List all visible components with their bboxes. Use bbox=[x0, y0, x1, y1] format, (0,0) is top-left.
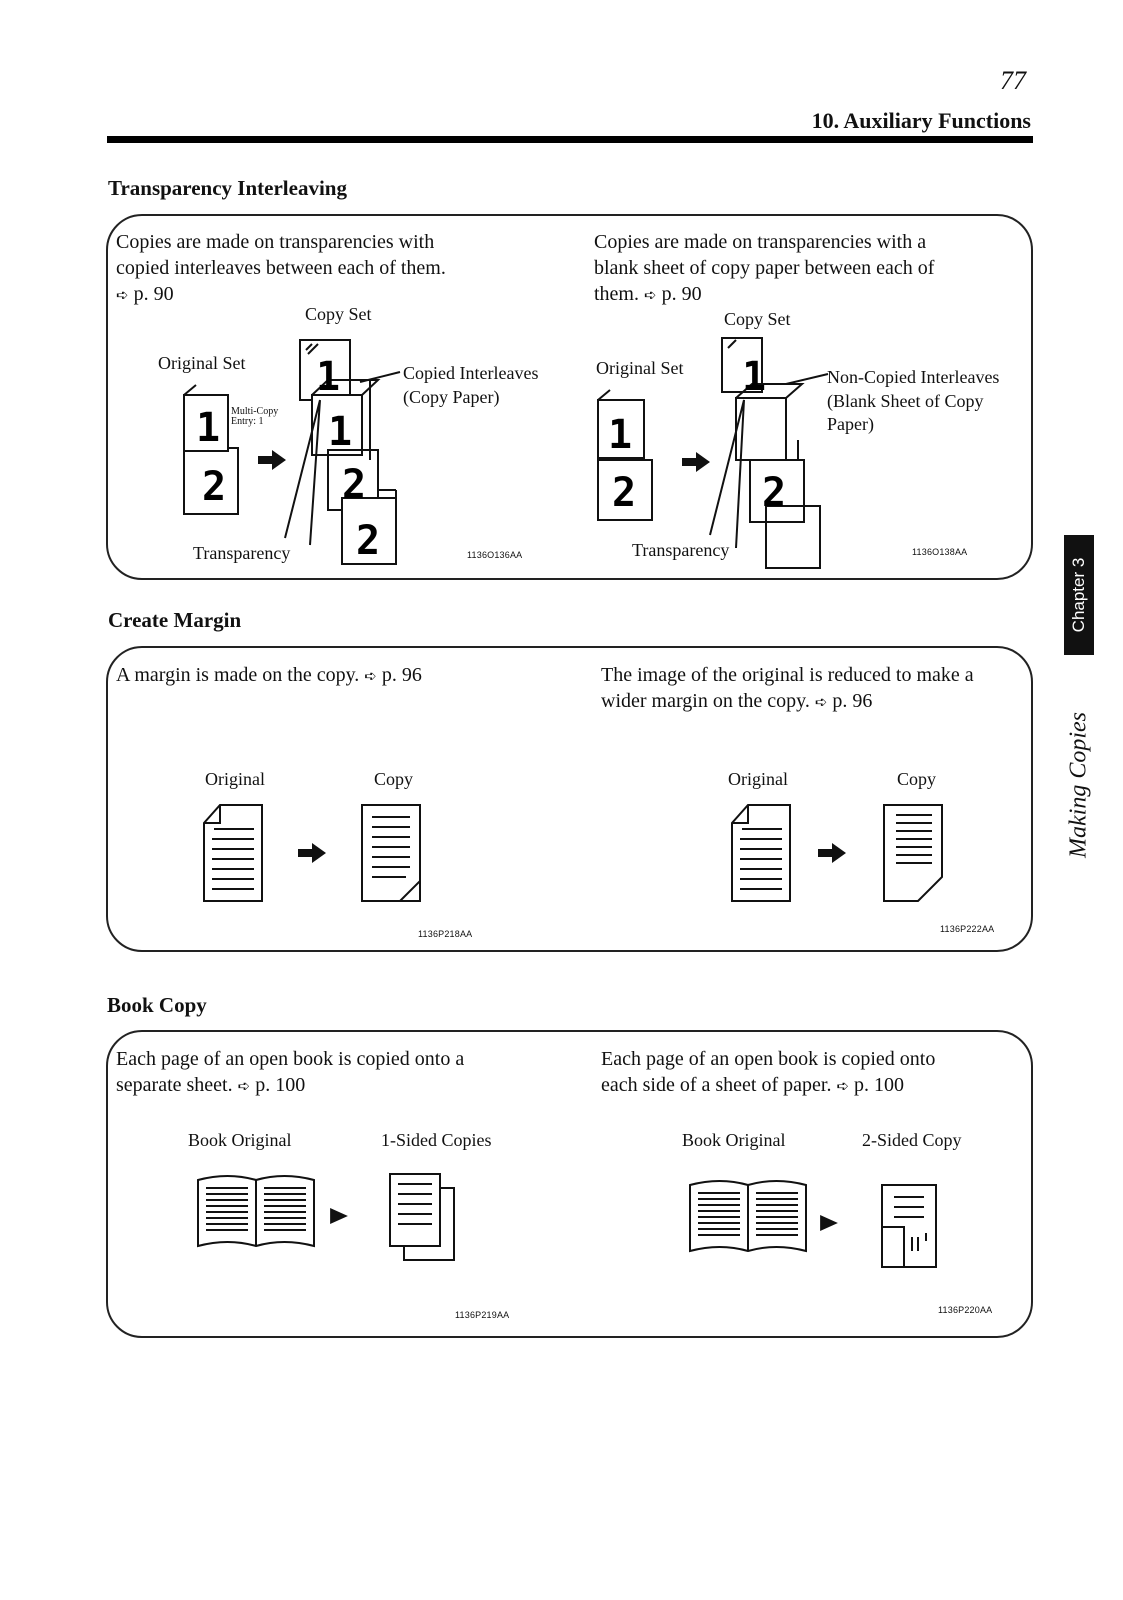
transparency-right-desc: Copies are made on transparencies with a… bbox=[594, 229, 934, 308]
figure-code: 1136P222AA bbox=[940, 924, 995, 934]
right-arrow-icon bbox=[258, 450, 286, 470]
page-reference: wider margin on the copy. ➪ p. 96 bbox=[601, 688, 974, 715]
transparency-right-diagram: 1 2 1 2 bbox=[597, 337, 829, 569]
page-reference: ➪ p. 90 bbox=[116, 281, 446, 308]
page-reference: them. ➪ p. 90 bbox=[594, 281, 934, 308]
right-arrow-icon bbox=[682, 452, 710, 472]
reference-page: p. 90 bbox=[661, 283, 702, 305]
desc-line: Each page of an open book is copied onto bbox=[601, 1048, 936, 1070]
book-frame bbox=[106, 1030, 1033, 1338]
interleaves-sublabel: (Blank Sheet of Copy bbox=[827, 391, 984, 411]
desc-line: each side of a sheet of paper. bbox=[601, 1074, 832, 1096]
section-title-margin: Create Margin bbox=[108, 608, 242, 632]
desc-line: The image of the original is reduced to … bbox=[601, 664, 974, 686]
page-reference: each side of a sheet of paper. ➪ p. 100 bbox=[601, 1072, 935, 1099]
original-label: Original bbox=[205, 769, 265, 789]
copy-digit-2a: 2 bbox=[342, 462, 366, 508]
interleaves-sublabel: Paper) bbox=[827, 414, 874, 434]
page-reference: A margin is made on the copy. ➪ p. 96 bbox=[116, 662, 422, 689]
figure-code: 1136P219AA bbox=[455, 1310, 510, 1320]
multi-copy-line: Multi-Copy bbox=[231, 406, 279, 417]
original-set-label: Original Set bbox=[158, 353, 246, 373]
desc-line: Copies are made on transparencies with a bbox=[594, 231, 927, 253]
reference-page: p. 96 bbox=[832, 690, 873, 712]
pointer-arrow-icon: ➪ bbox=[116, 286, 129, 304]
margin-right-diagram bbox=[731, 804, 943, 902]
desc-line: wider margin on the copy. bbox=[601, 690, 810, 712]
reference-page: p. 100 bbox=[255, 1074, 306, 1096]
section-title-book: Book Copy bbox=[107, 993, 207, 1017]
transparency-label: Transparency bbox=[193, 543, 291, 563]
transparency-left-diagram: 1 2 1 1 2 2 bbox=[183, 339, 401, 565]
book-left-desc: Each page of an open book is copied onto… bbox=[116, 1046, 464, 1099]
desc-line: Copies are made on transparencies with bbox=[116, 231, 435, 253]
copy-label: Copy bbox=[897, 769, 937, 789]
original-digit-1: 1 bbox=[196, 405, 220, 451]
original-digit-1: 1 bbox=[608, 412, 632, 458]
book-left-diagram bbox=[197, 1173, 455, 1261]
copy-set-label: Copy Set bbox=[305, 304, 372, 324]
book-original-label: Book Original bbox=[682, 1130, 786, 1150]
book-right-diagram bbox=[689, 1180, 937, 1268]
desc-line: copied interleaves between each of them. bbox=[116, 257, 446, 279]
page-reference: separate sheet. ➪ p. 100 bbox=[116, 1072, 464, 1099]
figure-code: 1136O136AA bbox=[467, 550, 523, 560]
margin-left-desc: A margin is made on the copy. ➪ p. 96 bbox=[116, 662, 422, 689]
desc-line: blank sheet of copy paper between each o… bbox=[594, 257, 935, 279]
desc-line: Each page of an open book is copied onto… bbox=[116, 1048, 465, 1070]
right-arrow-icon bbox=[818, 843, 846, 863]
margin-right-desc: The image of the original is reduced to … bbox=[601, 662, 974, 715]
desc-line: separate sheet. bbox=[116, 1074, 233, 1096]
pointer-arrow-icon: ➪ bbox=[644, 286, 657, 304]
multi-copy-line: Entry: 1 bbox=[231, 416, 264, 427]
original-label: Original bbox=[728, 769, 788, 789]
copies-label: 2-Sided Copy bbox=[862, 1130, 962, 1150]
header-rule bbox=[107, 136, 1033, 143]
book-original-label: Book Original bbox=[188, 1130, 292, 1150]
copy-digit-1b: 1 bbox=[328, 409, 352, 455]
transparency-left-desc: Copies are made on transparencies with c… bbox=[116, 229, 446, 308]
reference-page: p. 96 bbox=[381, 664, 422, 686]
original-digit-2: 2 bbox=[202, 464, 226, 510]
section-title-transparency: Transparency Interleaving bbox=[108, 176, 347, 200]
pointer-arrow-icon: ➪ bbox=[237, 1077, 251, 1095]
interleaves-label: Non-Copied Interleaves bbox=[827, 367, 1000, 387]
figure-code: 1136P218AA bbox=[418, 929, 473, 939]
pointer-arrow-icon: ➪ bbox=[814, 693, 828, 711]
right-arrow-icon bbox=[330, 1208, 348, 1224]
right-arrow-icon bbox=[298, 843, 326, 863]
copy-digit-2b: 2 bbox=[356, 518, 380, 564]
copy-digit-2: 2 bbox=[762, 470, 786, 516]
margin-frame bbox=[106, 646, 1033, 952]
copy-digit-1a: 1 bbox=[316, 354, 340, 400]
reference-page: p. 90 bbox=[133, 283, 174, 305]
desc-line: A margin is made on the copy. bbox=[116, 664, 360, 686]
chapter-tab: Chapter 3 bbox=[1064, 535, 1094, 655]
chapter-heading: 10. Auxiliary Functions bbox=[811, 108, 1031, 133]
margin-left-diagram bbox=[203, 804, 421, 902]
desc-line: them. bbox=[594, 283, 639, 305]
chapter-tab-label: Chapter 3 bbox=[1069, 557, 1088, 633]
pointer-arrow-icon: ➪ bbox=[836, 1077, 850, 1095]
copy-digit-1: 1 bbox=[742, 354, 766, 400]
figure-code: 1136P220AA bbox=[938, 1305, 993, 1315]
multi-copy-note: Multi-Copy Entry: 1 bbox=[231, 407, 278, 427]
transparency-label: Transparency bbox=[632, 540, 730, 560]
interleaves-sublabel: (Copy Paper) bbox=[403, 387, 500, 407]
reference-page: p. 100 bbox=[854, 1074, 905, 1096]
transparency-frame bbox=[106, 214, 1033, 580]
interleaves-label: Copied Interleaves bbox=[403, 363, 539, 383]
copy-label: Copy bbox=[374, 769, 414, 789]
pointer-arrow-icon: ➪ bbox=[364, 667, 377, 685]
original-digit-2: 2 bbox=[612, 470, 636, 516]
copy-set-label: Copy Set bbox=[724, 309, 791, 329]
book-right-desc: Each page of an open book is copied onto… bbox=[601, 1046, 935, 1099]
copies-label: 1-Sided Copies bbox=[381, 1130, 492, 1150]
section-side-label: Making Copies bbox=[1065, 712, 1092, 858]
right-arrow-icon bbox=[820, 1215, 838, 1231]
original-set-label: Original Set bbox=[596, 358, 684, 378]
figure-code: 1136O138AA bbox=[912, 547, 968, 557]
page-number: 77 bbox=[1000, 66, 1026, 95]
